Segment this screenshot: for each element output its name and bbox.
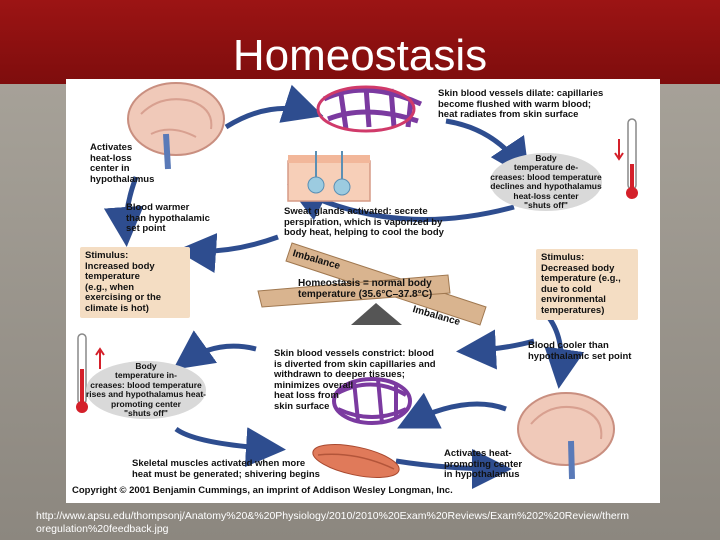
slide-title: Homeostasis (232, 31, 488, 80)
thermometer-icon (76, 333, 105, 413)
blood-cooler-label: Blood cooler than hypothalamic set point (528, 340, 632, 362)
title-banner (0, 0, 720, 84)
homeostasis-figure: Skin blood vessels dilate: capillaries b… (66, 79, 660, 503)
blood-vessel-icon (316, 85, 423, 133)
body-temp-increases-bubble: Body temperature in- creases: blood temp… (86, 360, 206, 419)
blood-warmer-label: Blood warmer than hypothalamic set point (126, 202, 210, 234)
arrow-icon (395, 448, 512, 489)
activates-heat-promoting-label: Activates heat- promoting center in hypo… (444, 448, 523, 480)
brain-icon (127, 82, 225, 170)
muscle-icon (312, 444, 400, 478)
arrow-icon (174, 426, 286, 468)
blood-vessel-icon (332, 377, 412, 425)
skeletal-muscles-label: Skeletal muscles activated when more hea… (132, 458, 320, 480)
homeostasis-label-line2: temperature (35.6°C–37.8°C) (298, 289, 433, 300)
stimulus-decreased-box: Stimulus: Decreased body temperature (e.… (536, 249, 638, 320)
arrow-icon (456, 329, 535, 370)
body-temp-decreases-bubble: Body temperature de- creases: blood temp… (490, 152, 602, 211)
thermometer-icon (614, 118, 638, 199)
arrow-icon (172, 330, 257, 370)
arrow-icon (176, 233, 279, 273)
activates-heat-loss-label: Activates heat-loss center in hypothalam… (90, 142, 155, 185)
seesaw-icon (257, 242, 487, 326)
skin-constrict-label: Skin blood vessels constrict: blood is d… (274, 348, 436, 412)
sweat-gland-icon (287, 151, 371, 202)
source-url[interactable]: http://www.apsu.edu/thompsonj/Anatomy%20… (36, 510, 629, 535)
arrow-icon (397, 392, 507, 429)
homeostasis-label-line1: Homeostasis = normal body (298, 278, 432, 289)
skin-dilate-label: Skin blood vessels dilate: capillaries b… (438, 88, 604, 120)
arrow-icon (224, 84, 324, 130)
sweat-glands-label: Sweat glands activated: secrete perspira… (284, 206, 444, 238)
copyright-text: Copyright © 2001 Benjamin Cummings, an i… (72, 485, 453, 496)
stimulus-increased-box: Stimulus: Increased body temperature (e.… (80, 247, 190, 318)
brain-icon (517, 392, 615, 480)
arrow-icon (103, 176, 144, 247)
